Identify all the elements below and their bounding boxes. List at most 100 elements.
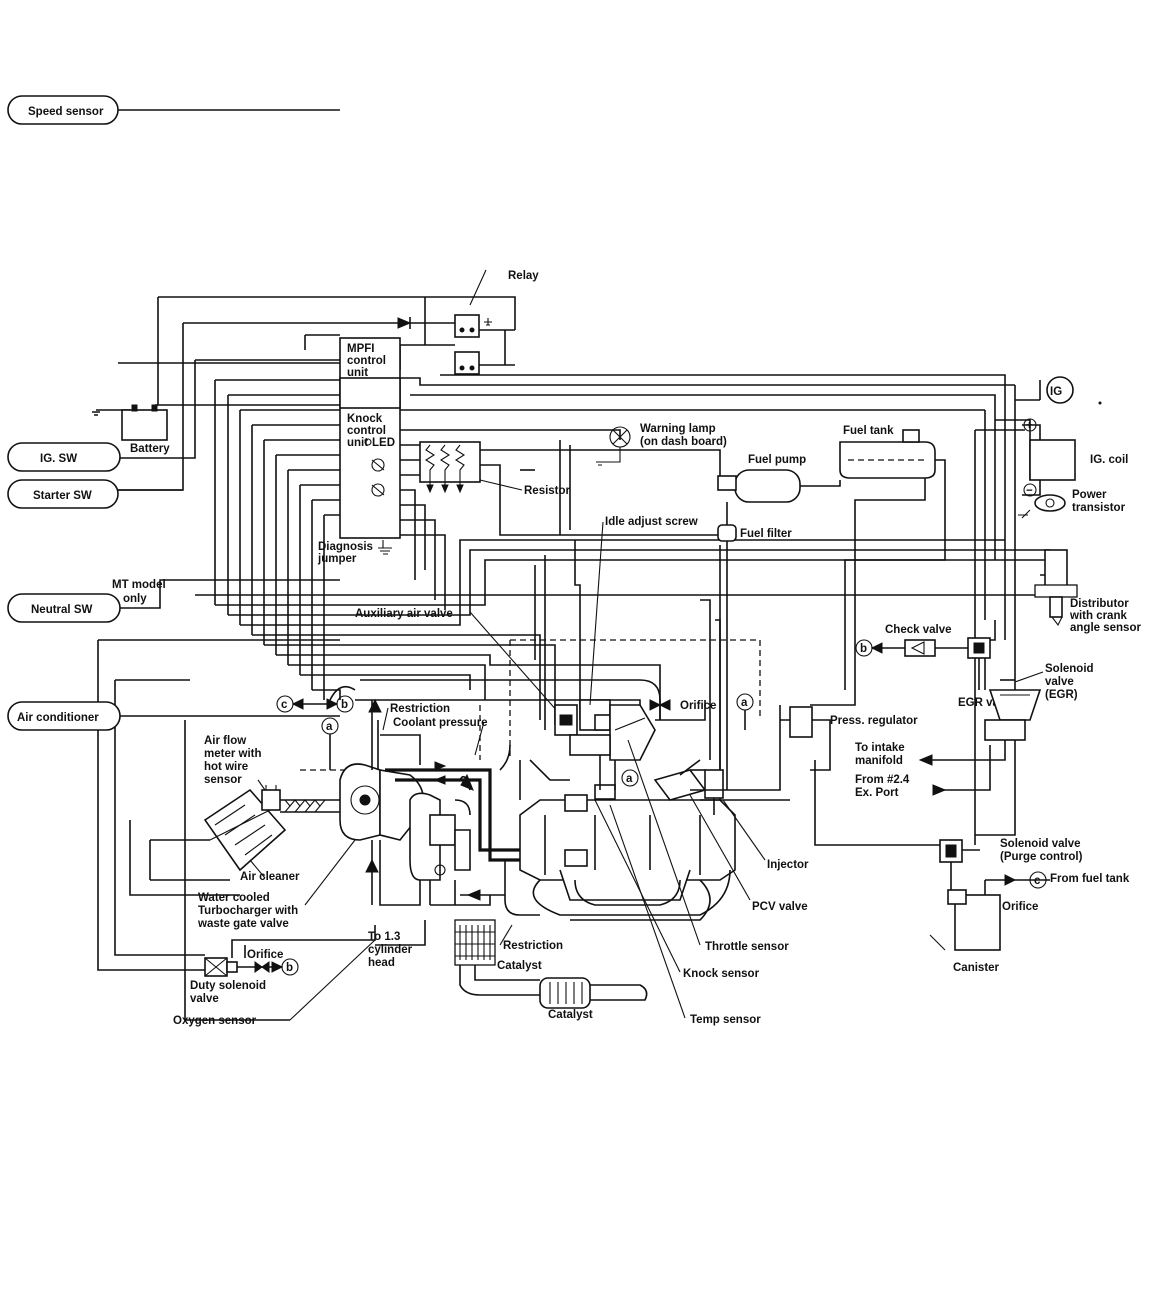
- evap-system: Solenoid valve (Purge control) From fuel…: [929, 838, 1130, 974]
- warning-lamp: Warning lamp (on dash board): [596, 423, 727, 466]
- svg-text:b: b: [286, 962, 293, 974]
- to13-label-2: cylinder: [368, 944, 413, 956]
- starter-sw-box: [7, 479, 119, 509]
- air-conditioner-box: [7, 701, 121, 731]
- mt-only-label: only: [123, 593, 147, 605]
- input-switches: Speed sensor IG. SW Starter SW Neutral S…: [7, 95, 340, 731]
- solenoid-egr-label-2: valve: [1045, 676, 1074, 688]
- auxiliary-air-label: Auxiliary air valve: [355, 608, 453, 620]
- led-lamp-icon-2: [371, 483, 385, 497]
- ig-coil-label: IG. coil: [1090, 454, 1128, 466]
- airflow-label-2: meter with: [204, 748, 262, 760]
- led-lamp-icon: [371, 458, 385, 472]
- solenoid-purge-label-1: Solenoid valve: [1000, 838, 1081, 850]
- turbo-label-1: Water cooled: [198, 892, 270, 904]
- battery: Battery: [92, 404, 170, 455]
- distributor: Distributor with crank angle sensor: [1034, 549, 1141, 634]
- air-conditioner-label: Air conditioner: [17, 712, 99, 724]
- to13-label-1: To 1.3: [368, 931, 400, 943]
- to-intake-label-1: To intake: [855, 742, 905, 754]
- diagnosis-label-1: Diagnosis: [318, 541, 373, 553]
- warning-label-2: (on dash board): [640, 436, 727, 448]
- battery-label: Battery: [130, 443, 170, 455]
- throttle-body: Auxiliary air valve Orifice a a Idle adj…: [355, 516, 918, 1026]
- solenoid-egr-label-1: Solenoid: [1045, 663, 1094, 675]
- ignition: IG + − IG. coil Power transistor: [1018, 376, 1128, 519]
- relay: Relay: [397, 269, 539, 375]
- resistor: Resistor: [419, 441, 571, 497]
- neutral-sw-box: [7, 593, 121, 623]
- to-intake-label-2: manifold: [855, 755, 903, 767]
- knock-label-1: Knock: [347, 413, 383, 425]
- distributor-label-3: angle sensor: [1070, 622, 1141, 634]
- turbo-label-2: Turbocharger with: [198, 905, 298, 917]
- led-label: LED: [372, 437, 395, 449]
- knock-label-2: control: [347, 425, 386, 437]
- check-valve-label: Check valve: [885, 624, 952, 636]
- coolant-pressure-label: Coolant pressure: [393, 717, 488, 729]
- power-transistor-label-2: transistor: [1072, 502, 1126, 514]
- ig-circle: [1046, 376, 1074, 404]
- airflow-label-3: hot wire: [204, 761, 248, 773]
- restriction-top-label: Restriction: [390, 703, 450, 715]
- catalyst-label-1: Catalyst: [497, 960, 542, 972]
- ig-sw-box: [7, 442, 121, 472]
- speed-sensor-label: Speed sensor: [28, 106, 104, 118]
- duty-label-1: Duty solenoid: [190, 980, 266, 992]
- catalyst-label-2: Catalyst: [548, 1009, 593, 1021]
- injector-label: Injector: [767, 859, 809, 871]
- knock-label-3: unit: [347, 437, 368, 449]
- svg-text:c: c: [281, 699, 288, 711]
- orifice-left-label: Orifice: [247, 949, 283, 961]
- canister-label: Canister: [953, 962, 1000, 974]
- distributor-label-2: with crank: [1069, 610, 1127, 622]
- mpfi-label-2: control: [347, 355, 386, 367]
- resistor-label: Resistor: [524, 485, 571, 497]
- mpfi-label-1: MPFI: [347, 343, 374, 355]
- duty-label-2: valve: [190, 993, 219, 1005]
- power-transistor-label-1: Power: [1072, 489, 1107, 501]
- fuel-pump-label: Fuel pump: [748, 454, 806, 466]
- solenoid-egr-label-3: (EGR): [1045, 689, 1078, 701]
- ig-sw-label: IG. SW: [40, 453, 77, 465]
- airflow-label-4: sensor: [204, 774, 242, 786]
- knock-sensor-label: Knock sensor: [683, 968, 760, 980]
- turbo-label-3: waste gate valve: [197, 918, 289, 930]
- orifice-right-label: Orifice: [1002, 901, 1038, 913]
- solenoid-purge-label-2: (Purge control): [1000, 851, 1083, 863]
- fuel-system: Fuel pump Fuel tank Fuel filter: [717, 425, 946, 800]
- engine-block: Restriction Catalyst Catalyst: [454, 784, 736, 1021]
- ig-coil-plus: +: [1026, 420, 1033, 432]
- temp-sensor-label: Temp sensor: [690, 1014, 761, 1026]
- throttle-sensor-label: Throttle sensor: [705, 941, 789, 953]
- mpfi-control-unit: MPFI control unit Knock control unit LED…: [317, 337, 401, 565]
- ig-label: IG: [1050, 386, 1062, 398]
- press-regulator-label: Press. regulator: [830, 715, 918, 727]
- idle-adjust-label: Idle adjust screw: [605, 516, 698, 528]
- duty-solenoid: b Orifice Duty solenoid valve Oxygen sen…: [173, 925, 413, 1027]
- distributor-label-1: Distributor: [1070, 598, 1129, 610]
- air-cleaner-label: Air cleaner: [240, 871, 300, 883]
- from-24-label-2: Ex. Port: [855, 787, 899, 799]
- mark-a-engine: [621, 769, 639, 787]
- svg-text:a: a: [326, 721, 333, 733]
- neutral-sw-label: Neutral SW: [31, 604, 92, 616]
- svg-text:b: b: [860, 643, 867, 655]
- diagnosis-label-2: jumper: [317, 553, 357, 565]
- svg-text:a: a: [626, 773, 633, 785]
- fuel-tank-label: Fuel tank: [843, 425, 894, 437]
- restriction-bottom-label: Restriction: [503, 940, 563, 952]
- svg-text:b: b: [341, 699, 348, 711]
- led-indicator-icon: [364, 438, 372, 446]
- starter-sw-label: Starter SW: [33, 490, 92, 502]
- airflow-label-1: Air flow: [204, 735, 246, 747]
- mark-c-right: [1029, 871, 1047, 889]
- oxygen-sensor-label: Oxygen sensor: [173, 1015, 257, 1027]
- svg-text:a: a: [741, 697, 748, 709]
- mpfi-label-3: unit: [347, 367, 368, 379]
- ig-coil-minus: −: [1026, 485, 1033, 497]
- fuel-filter-label: Fuel filter: [740, 528, 792, 540]
- mt-model-label: MT model: [112, 579, 166, 591]
- relay-label: Relay: [508, 270, 539, 282]
